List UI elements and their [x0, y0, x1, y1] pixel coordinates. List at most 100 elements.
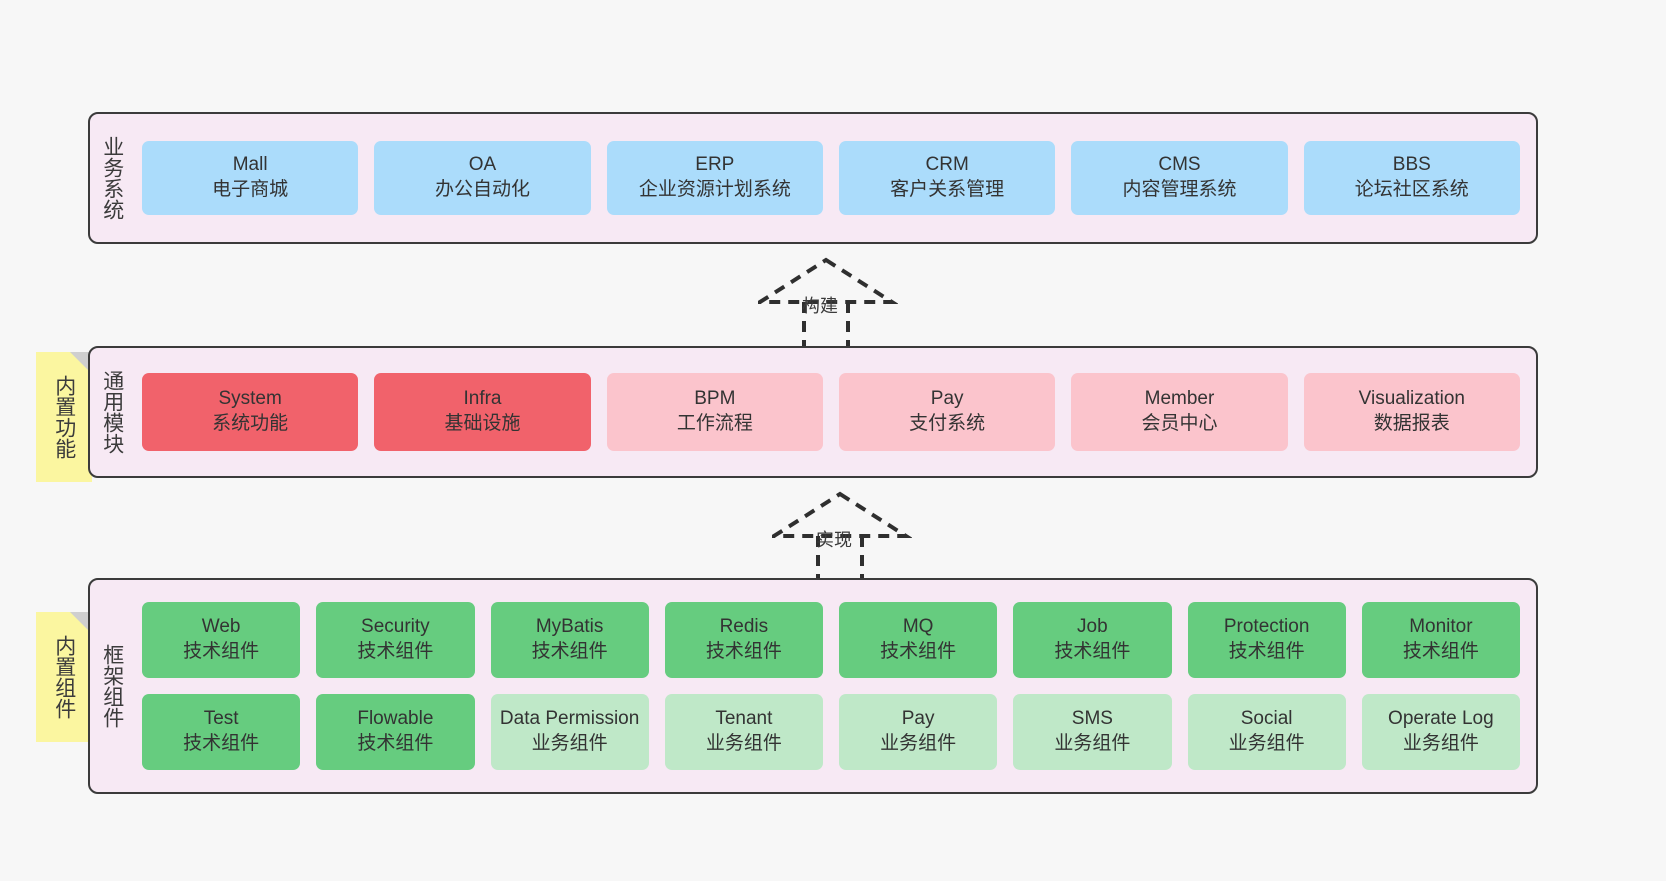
card-social[interactable]: Social 业务组件 [1187, 694, 1346, 770]
card-row: Mall 电子商城 OA 办公自动化 ERP 企业资源计划系统 CRM 客户关系… [142, 141, 1520, 215]
card-title: ERP [695, 154, 735, 176]
card-subtitle: 会员中心 [1141, 413, 1218, 434]
card-subtitle: 支付系统 [909, 413, 986, 434]
card-title: Infra [463, 388, 502, 410]
card-title: CRM [925, 154, 969, 176]
card-mq[interactable]: MQ 技术组件 [839, 602, 998, 678]
card-title: OA [468, 154, 497, 176]
card-title: MQ [902, 616, 934, 638]
folded-corner-icon [70, 352, 92, 374]
layer-label-common-modules: 通用模块 [100, 370, 124, 454]
card-member[interactable]: Member 会员中心 [1071, 373, 1288, 451]
card-pay-business[interactable]: Pay 业务组件 [839, 694, 998, 770]
card-subtitle: 技术组件 [1228, 641, 1305, 662]
card-subtitle: 内容管理系统 [1122, 179, 1237, 200]
card-bbs[interactable]: BBS 论坛社区系统 [1303, 141, 1520, 215]
connector-implement-label: 实现 [816, 530, 852, 550]
card-subtitle: 业务组件 [705, 733, 782, 754]
card-title: Redis [719, 616, 769, 638]
card-title: Data Permission [499, 708, 640, 730]
card-sms[interactable]: SMS 业务组件 [1013, 694, 1172, 770]
card-subtitle: 系统功能 [212, 413, 289, 434]
card-system[interactable]: System 系统功能 [142, 373, 359, 451]
card-title: SMS [1071, 708, 1113, 730]
card-pay[interactable]: Pay 支付系统 [838, 373, 1056, 451]
card-subtitle: 工作流程 [676, 413, 753, 434]
card-subtitle: 业务组件 [1054, 733, 1131, 754]
card-row: System 系统功能 Infra 基础设施 BPM 工作流程 Pay 支付系统… [142, 373, 1520, 451]
card-flowable[interactable]: Flowable 技术组件 [316, 694, 475, 770]
card-erp[interactable]: ERP 企业资源计划系统 [606, 141, 823, 215]
card-title: Pay [901, 708, 935, 730]
card-data-permission[interactable]: Data Permission 业务组件 [490, 694, 649, 770]
card-subtitle: 客户关系管理 [890, 179, 1005, 200]
card-cms[interactable]: CMS 内容管理系统 [1071, 141, 1288, 215]
card-title: Mall [232, 154, 268, 176]
layer-business-systems: 业务系统 Mall 电子商城 OA 办公自动化 ERP 企业资源计划系统 CRM… [88, 112, 1538, 244]
card-title: Test [203, 708, 239, 730]
card-title: Flowable [357, 708, 434, 730]
card-mybatis[interactable]: MyBatis 技术组件 [490, 602, 649, 678]
card-operate-log[interactable]: Operate Log 业务组件 [1361, 694, 1520, 770]
card-title: Protection [1223, 616, 1310, 638]
card-subtitle: 技术组件 [705, 641, 782, 662]
card-protection[interactable]: Protection 技术组件 [1187, 602, 1346, 678]
card-subtitle: 技术组件 [531, 641, 608, 662]
card-subtitle: 技术组件 [183, 733, 260, 754]
card-title: Monitor [1409, 616, 1473, 638]
card-subtitle: 企业资源计划系统 [638, 179, 791, 200]
card-bpm[interactable]: BPM 工作流程 [606, 373, 823, 451]
card-redis[interactable]: Redis 技术组件 [664, 602, 823, 678]
card-subtitle: 业务组件 [531, 733, 608, 754]
card-web[interactable]: Web 技术组件 [142, 602, 301, 678]
card-subtitle: 技术组件 [1054, 641, 1131, 662]
layer-label-framework-components: 框架组件 [100, 644, 124, 728]
connector-implement: 实现 [767, 490, 913, 580]
card-subtitle: 技术组件 [1402, 641, 1479, 662]
card-subtitle: 技术组件 [880, 641, 957, 662]
card-title: Job [1077, 616, 1108, 638]
card-subtitle: 技术组件 [357, 641, 434, 662]
sticky-note-label: 内置组件 [52, 635, 76, 719]
card-title: Visualization [1358, 388, 1465, 410]
card-title: MyBatis [535, 616, 604, 638]
card-title: Social [1240, 708, 1293, 730]
card-title: Web [201, 616, 241, 638]
layer-common-modules: 通用模块 System 系统功能 Infra 基础设施 BPM 工作流程 Pay… [88, 346, 1538, 478]
card-title: Pay [930, 388, 964, 410]
sticky-note-label: 内置功能 [52, 375, 76, 459]
card-subtitle: 电子商城 [212, 179, 289, 200]
layer-label-business-systems: 业务系统 [100, 136, 124, 220]
card-infra[interactable]: Infra 基础设施 [374, 373, 591, 451]
card-monitor[interactable]: Monitor 技术组件 [1361, 602, 1520, 678]
card-tenant[interactable]: Tenant 业务组件 [664, 694, 823, 770]
card-subtitle: 基础设施 [444, 413, 521, 434]
card-mall[interactable]: Mall 电子商城 [142, 141, 359, 215]
card-subtitle: 业务组件 [1402, 733, 1479, 754]
card-job[interactable]: Job 技术组件 [1013, 602, 1172, 678]
card-title: System [218, 388, 282, 410]
card-subtitle: 业务组件 [880, 733, 957, 754]
build-arrow-icon [753, 257, 899, 346]
connector-build: 构建 [753, 256, 899, 346]
layer-framework-components: 框架组件 Web 技术组件 Security 技术组件 MyBatis 技术组件… [88, 578, 1538, 794]
card-subtitle: 论坛社区系统 [1354, 179, 1469, 200]
card-crm[interactable]: CRM 客户关系管理 [838, 141, 1056, 215]
card-row: Test 技术组件 Flowable 技术组件 Data Permission … [142, 694, 1520, 770]
card-subtitle: 业务组件 [1228, 733, 1305, 754]
card-title: Tenant [715, 708, 773, 730]
card-oa[interactable]: OA 办公自动化 [374, 141, 591, 215]
card-title: CMS [1158, 154, 1201, 176]
card-test[interactable]: Test 技术组件 [142, 694, 301, 770]
implement-arrow-icon [767, 491, 913, 580]
card-title: BBS [1392, 154, 1431, 176]
card-security[interactable]: Security 技术组件 [316, 602, 475, 678]
card-visualization[interactable]: Visualization 数据报表 [1303, 373, 1520, 451]
card-title: BPM [694, 388, 736, 410]
card-row: Web 技术组件 Security 技术组件 MyBatis 技术组件 Redi… [142, 602, 1520, 678]
sticky-note-builtin-components: 内置组件 [36, 612, 92, 742]
card-title: Security [361, 616, 430, 638]
card-title: Member [1144, 388, 1215, 410]
connector-build-label: 构建 [802, 296, 838, 316]
